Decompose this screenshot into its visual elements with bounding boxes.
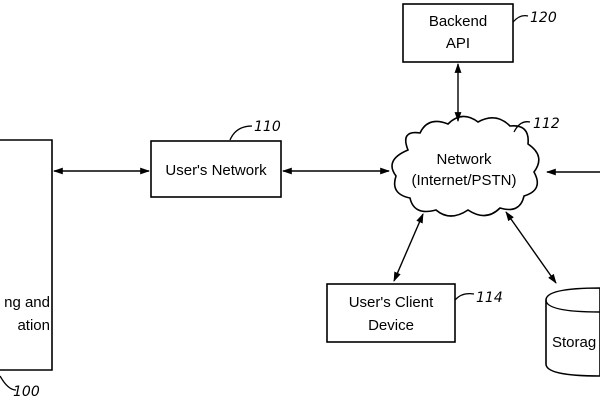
users-network-ref-leader (229, 125, 253, 141)
storage-node: Storag (545, 287, 600, 377)
connector-network-client-device (393, 213, 424, 282)
users-network-ref: 110 (254, 119, 281, 135)
left-system-ref-leader (0, 375, 17, 391)
client-device-label-line1: User's Client (349, 294, 434, 311)
users-network-box (150, 140, 282, 198)
client-device-ref: 114 (476, 290, 503, 306)
network-ref-leader (513, 121, 531, 133)
users-network-label: User's Network (165, 162, 267, 179)
connector-network-storage (505, 211, 557, 284)
client-device-node: User's Client Device 114 (326, 283, 503, 343)
client-device-label-line2: Device (368, 317, 414, 334)
left-system-node: ng and ation 100 (0, 139, 53, 400)
backend-api-ref-leader (512, 14, 529, 23)
left-system-label-line1: ng and (4, 294, 50, 311)
backend-api-ref: 120 (530, 10, 557, 26)
backend-api-node: Backend API 120 (402, 3, 557, 63)
network-cloud-node: Network (Internet/PSTN) 112 (391, 115, 560, 217)
left-system-ref: 100 (13, 384, 40, 400)
network-label-line2: (Internet/PSTN) (411, 172, 516, 189)
storage-cylinder-top-rim (545, 299, 600, 313)
client-device-box (326, 283, 456, 343)
storage-cylinder-body (545, 287, 600, 377)
backend-api-label-line2: API (446, 35, 470, 52)
backend-api-label-line1: Backend (429, 13, 487, 30)
network-cloud-shape (391, 115, 540, 217)
left-system-label-line2: ation (17, 317, 50, 334)
left-system-box (0, 139, 53, 371)
backend-api-box (402, 3, 514, 63)
users-network-node: User's Network 110 (150, 119, 282, 198)
network-label-line1: Network (436, 151, 492, 168)
client-device-ref-leader (454, 292, 475, 301)
storage-label: Storag (552, 334, 596, 351)
network-ref: 112 (533, 116, 560, 132)
